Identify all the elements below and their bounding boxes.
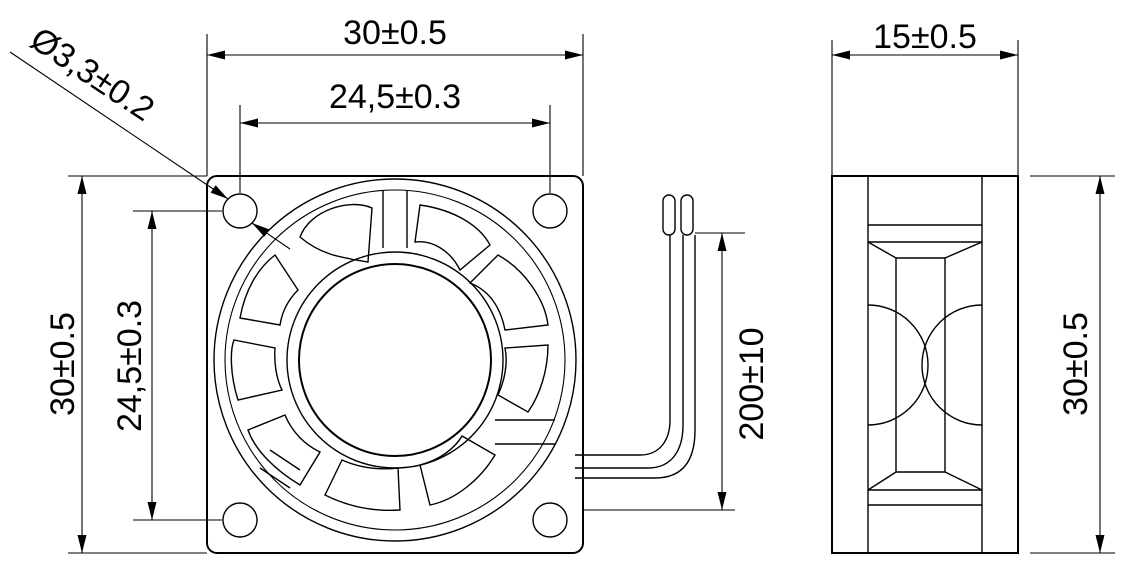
mounting-hole-top-right [532,193,568,229]
dim-text-cable-length: 200±10 [733,327,771,440]
mounting-hole-top-left [222,193,258,229]
side-dimension-lines [832,50,1105,553]
blade-4 [497,344,549,413]
fan-blades [230,203,549,512]
cable-wire-1 [575,235,671,456]
blade-6 [324,459,401,512]
cable [575,194,696,479]
side-frame-outline [831,175,1019,554]
fan-frame-outline [206,175,584,554]
blade-3 [468,254,549,331]
dim-line-hole-diameter [9,51,229,200]
dim-line-hole-diameter-2 [251,222,291,250]
blade-1 [299,203,373,263]
fan-housing-inner-ring [224,189,566,531]
dim-text-side-height: 30±0.5 [1057,312,1095,416]
blade-8 [230,339,284,401]
dim-text-width-holes: 24,5±0.3 [329,78,461,116]
dim-text-thickness: 15±0.5 [873,18,977,56]
cable-end-wire-2 [680,194,694,236]
support-struts [259,190,555,489]
cable-wire-1b [575,235,684,469]
front-view: 30±0.5 24,5±0.3 Ø3,3±0.2 30±0.5 24,5±0.3… [9,14,771,554]
blade-9 [239,253,299,326]
blade-2 [414,204,491,272]
cable-wire-2 [575,235,696,479]
dim-text-height-outer: 30±0.5 [44,312,82,416]
fan-hub-outer [286,251,504,469]
dim-text-height-holes: 24,5±0.3 [111,300,149,432]
dimension-lines [9,50,727,553]
cable-end-wire-1 [662,194,676,236]
side-view: 15±0.5 30±0.5 [831,18,1115,554]
fan-housing-outer-ring [213,178,577,542]
blade-7 [247,414,322,486]
mounting-hole-bottom-right [532,502,568,538]
dim-text-width-outer: 30±0.5 [343,14,447,52]
blade-5 [419,435,496,506]
side-body-details [867,176,983,553]
fan-hub-inner [298,263,492,457]
side-extension-lines [831,40,1115,554]
mounting-hole-bottom-left [222,502,258,538]
